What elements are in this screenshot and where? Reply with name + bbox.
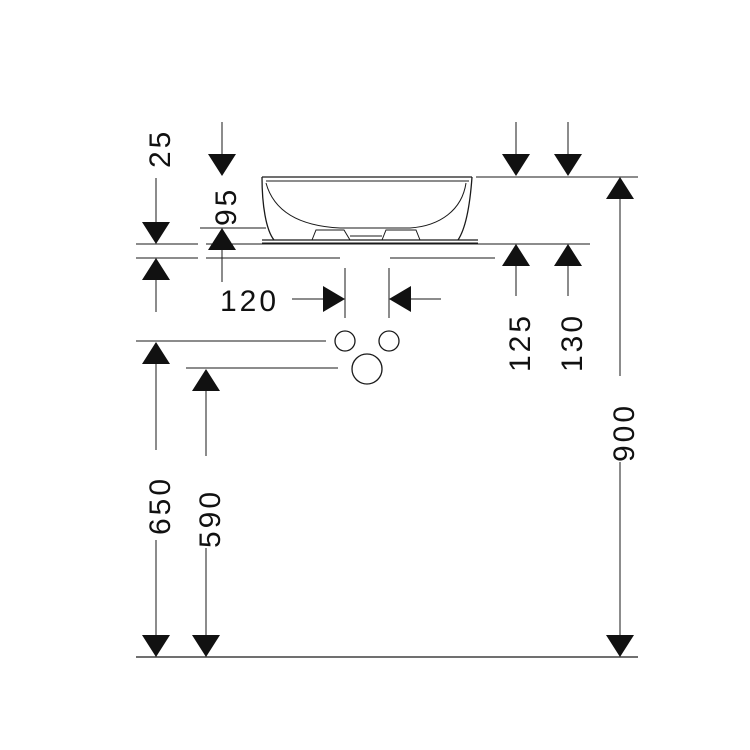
- pipe-connections: [334, 330, 400, 385]
- dimension-130-label: 130: [556, 313, 589, 372]
- dimension-125-label: 125: [504, 313, 537, 372]
- dimension-120-label: 120: [220, 285, 279, 318]
- dimension-25-label: 25: [144, 129, 177, 168]
- dimension-120: 120: [220, 285, 441, 318]
- dimension-125: 125: [502, 122, 537, 372]
- dimension-900-label: 900: [608, 403, 641, 462]
- dimension-25: 25: [142, 129, 177, 312]
- dimension-590: 590: [192, 369, 227, 657]
- extension-lines: [136, 176, 638, 658]
- dimension-95: 95: [208, 122, 243, 282]
- waste-connection: [351, 353, 383, 385]
- hot-water-connection: [378, 330, 400, 352]
- dimension-900: 900: [606, 177, 641, 657]
- dimension-590-label: 590: [194, 489, 227, 548]
- dimension-650: 650: [142, 342, 177, 657]
- dimension-130: 130: [554, 122, 589, 372]
- basin-profile: [261, 176, 478, 244]
- dimension-650-label: 650: [144, 476, 177, 535]
- cold-water-connection: [334, 330, 356, 352]
- dimension-95-label: 95: [210, 187, 243, 226]
